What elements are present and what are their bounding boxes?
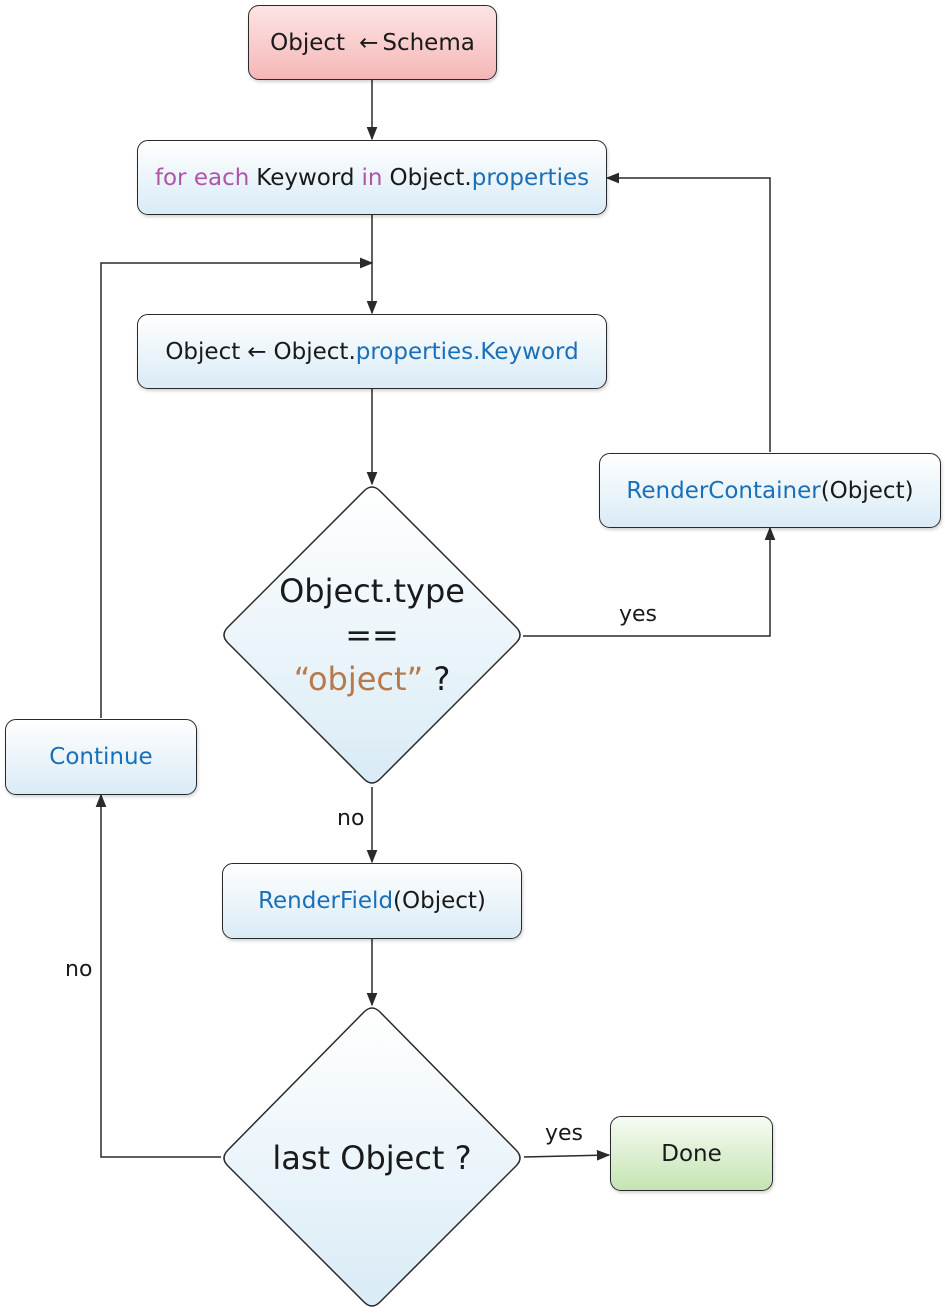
start-node: Object ← Schema xyxy=(248,5,497,80)
render-field-node: RenderField(Object) xyxy=(222,863,522,939)
loop-properties: properties xyxy=(471,164,590,191)
done-node: Done xyxy=(610,1116,773,1191)
loop-keyword: Keyword xyxy=(256,164,355,191)
edge-container-to-loop xyxy=(605,172,771,452)
render-field-arg: (Object) xyxy=(393,888,486,914)
loop-object: Object. xyxy=(389,164,472,191)
continue-node: Continue xyxy=(5,719,197,795)
render-field-fn: RenderField xyxy=(258,888,394,914)
type-yes-label: yes xyxy=(619,602,658,627)
last-yes-label: yes xyxy=(545,1121,584,1146)
assign-object: Object xyxy=(165,338,241,365)
type-no-label: no xyxy=(337,806,365,831)
assign-node: Object ← Object.properties.Keyword xyxy=(137,314,607,389)
render-container-node: RenderContainer(Object) xyxy=(599,453,941,528)
loop-node: for each Keyword in Object.properties xyxy=(137,140,607,215)
edge-lastcheck-no xyxy=(95,793,221,1158)
last-check-text: last Object ? xyxy=(272,1139,472,1177)
last-no-label: no xyxy=(65,957,93,982)
type-check-line2: == xyxy=(345,616,399,654)
render-container-arg: (Object) xyxy=(820,477,914,504)
assign-arrow: ← xyxy=(247,338,267,365)
edge-typecheck-yes xyxy=(523,526,776,637)
start-object: Object xyxy=(270,29,346,56)
type-check-diamond xyxy=(223,486,521,784)
last-check-label: last Object ? xyxy=(222,1134,522,1182)
start-arrow: ← xyxy=(359,29,379,56)
edge-continue-to-loop xyxy=(100,257,374,718)
in-keyword: in xyxy=(361,164,383,191)
edge-lastcheck-yes xyxy=(523,1149,611,1161)
done-label: Done xyxy=(661,1140,722,1167)
render-container-fn: RenderContainer xyxy=(626,477,821,504)
type-check-question: ? xyxy=(423,660,451,698)
start-schema: Schema xyxy=(382,29,475,56)
type-check-line1: Object.type xyxy=(279,572,465,610)
type-check-label: Object.type == “object” ? xyxy=(222,560,522,710)
assign-object2: Object. xyxy=(273,338,356,365)
for-each-keyword: for each xyxy=(154,164,250,191)
continue-label: Continue xyxy=(49,744,153,770)
assign-path: properties.Keyword xyxy=(355,338,579,365)
type-check-string: “object” xyxy=(293,660,424,698)
type-check-line3: “object” ? xyxy=(294,657,451,701)
last-check-diamond xyxy=(223,1007,521,1307)
